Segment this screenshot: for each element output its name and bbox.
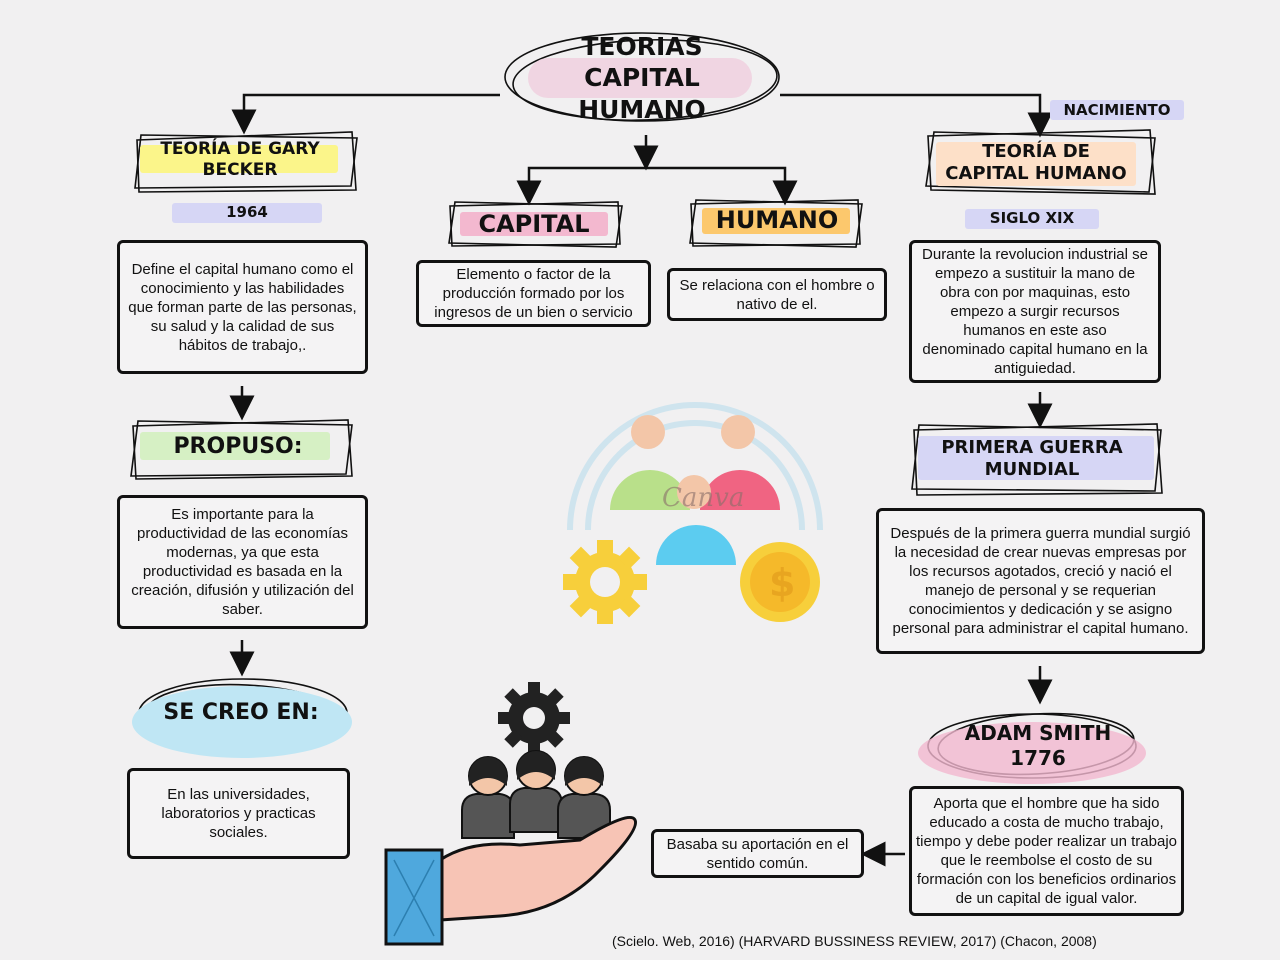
nacimiento-label: NACIMIENTO xyxy=(1063,101,1171,119)
person-icon xyxy=(461,756,515,839)
coin-icon: $ xyxy=(740,542,820,622)
siglo-highlight xyxy=(965,209,1099,229)
smith-box: Aporta que el hombre que ha sido educado… xyxy=(909,786,1184,916)
arrow-to-right-theory xyxy=(780,93,1053,138)
propuso-title: PROPUSO: xyxy=(173,434,303,460)
se-creo-highlight xyxy=(132,686,352,758)
person-icon xyxy=(557,756,611,839)
smith-title: ADAM SMITH 1776 xyxy=(964,721,1112,770)
smith-highlight xyxy=(918,722,1146,784)
main-title: TEORIAS CAPITAL HUMANO xyxy=(578,32,706,124)
guerra-highlight xyxy=(918,436,1154,480)
humano-title: HUMANO xyxy=(715,206,839,234)
branch-capital-humano xyxy=(527,166,787,192)
gear-icon xyxy=(498,682,570,754)
gear-icon xyxy=(563,540,647,624)
title-highlight xyxy=(528,58,752,98)
hand-team-illustration xyxy=(384,682,638,946)
svg-text:$: $ xyxy=(769,561,795,605)
person-icon xyxy=(610,415,690,510)
capital-box: Elemento o factor de la producción forma… xyxy=(416,260,651,327)
siglo-label: SIGLO XIX xyxy=(989,209,1075,227)
right-theory-highlight xyxy=(936,142,1136,186)
propuso-box: Es importante para la productividad de l… xyxy=(117,495,368,629)
team-illustration: Canva $ xyxy=(563,402,823,624)
humano-box: Se relaciona con el hombre o nativo de e… xyxy=(667,268,887,321)
nacimiento-highlight xyxy=(1050,100,1184,120)
capital-highlight xyxy=(460,212,608,236)
propuso-highlight xyxy=(140,432,330,460)
becker-highlight xyxy=(140,145,338,173)
person-icon xyxy=(700,415,780,510)
capital-title: CAPITAL xyxy=(478,210,590,238)
becker-title: TEORÍA DE GARY BECKER xyxy=(160,138,320,180)
humano-highlight xyxy=(702,208,850,234)
guerra-box: Después de la primera guerra mundial sur… xyxy=(876,508,1205,654)
common-sense-box: Basaba su aportación en el sentido común… xyxy=(651,829,864,878)
watermark-text: Canva xyxy=(662,483,744,513)
se-creo-title: SE CREO EN: xyxy=(163,700,319,726)
year-highlight xyxy=(172,203,322,223)
becker-definition-box: Define el capital humano como el conocim… xyxy=(117,240,368,374)
se-creo-box: En las universidades, laboratorios y pra… xyxy=(127,768,350,859)
person-icon xyxy=(509,750,563,833)
right-theory-title: TEORÍA DE CAPITAL HUMANO xyxy=(945,140,1127,185)
hand-icon xyxy=(384,816,638,946)
guerra-title: PRIMERA GUERRA MUNDIAL xyxy=(941,436,1123,481)
revolution-box: Durante la revolucion industrial se empe… xyxy=(909,240,1161,383)
person-icon xyxy=(656,475,736,565)
arrow-to-becker xyxy=(231,93,500,135)
citation: (Scielo. Web, 2016) (HARVARD BUSSINESS R… xyxy=(612,933,1097,949)
becker-year: 1964 xyxy=(226,203,268,221)
